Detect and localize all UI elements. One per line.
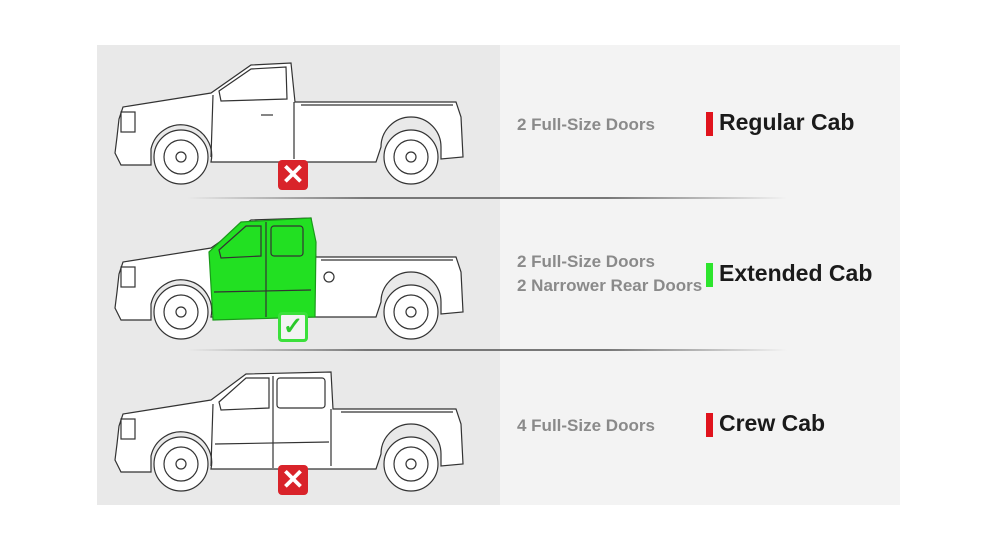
extended-cab-truck-illustration (114, 217, 464, 340)
cab-name: Crew Cab (719, 410, 826, 436)
red-indicator-bar (706, 112, 713, 136)
row-crew-cab: ✕ 4 Full-Size Doors Crew Cab (97, 352, 900, 502)
red-indicator-bar (706, 413, 713, 437)
door-description: 2 Full-Size Doors 2 Narrower Rear Doors (517, 250, 702, 298)
door-description: 4 Full-Size Doors (517, 414, 655, 438)
cab-name: Extended Cab (719, 260, 873, 286)
green-indicator-bar (706, 263, 713, 287)
crew-cab-truck-illustration (114, 371, 464, 492)
cab-comparison-panel: ✕ 2 Full-Size Doors Regular Cab ✓ 2 Full… (97, 45, 900, 505)
door-description: 2 Full-Size Doors (517, 113, 655, 137)
regular-cab-truck-illustration (114, 62, 464, 185)
door-line: 2 Full-Size Doors (517, 252, 655, 271)
door-line: 2 Narrower Rear Doors (517, 276, 703, 295)
cross-icon: ✕ (278, 465, 308, 495)
check-icon: ✓ (278, 312, 308, 342)
row-regular-cab: ✕ 2 Full-Size Doors Regular Cab (97, 45, 900, 195)
door-line: 2 Full-Size Doors (517, 115, 655, 134)
cross-icon: ✕ (278, 160, 308, 190)
row-extended-cab: ✓ 2 Full-Size Doors 2 Narrower Rear Door… (97, 200, 900, 350)
divider (187, 349, 787, 351)
cab-name: Regular Cab (719, 109, 855, 135)
door-line: 4 Full-Size Doors (517, 416, 655, 435)
divider (187, 197, 787, 199)
